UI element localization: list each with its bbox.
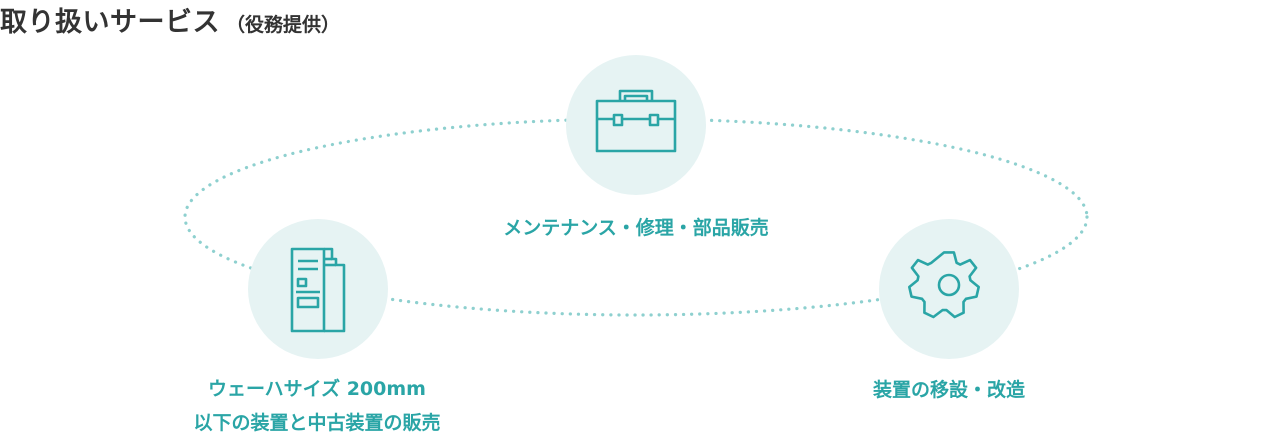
service-node-relocation bbox=[879, 219, 1019, 359]
service-node-maintenance bbox=[566, 55, 706, 195]
service-label-line: メンテナンス・修理・部品販売 bbox=[503, 217, 769, 239]
toolbox-icon bbox=[595, 89, 677, 153]
service-node-equipment-sales bbox=[248, 219, 388, 359]
service-label-relocation: 装置の移設・改造 bbox=[749, 373, 1149, 407]
service-label-line: 装置の移設・改造 bbox=[872, 379, 1025, 401]
service-label-equipment-sales: ウェーハサイズ 200mm 以下の装置と中古装置の販売 bbox=[117, 372, 517, 440]
service-label-maintenance: メンテナンス・修理・部品販売 bbox=[436, 211, 836, 245]
service-label-line: ウェーハサイズ 200mm bbox=[208, 378, 426, 400]
heading-subtitle: （役務提供） bbox=[226, 14, 341, 36]
section-heading: 取り扱いサービス （役務提供） bbox=[0, 0, 340, 40]
service-label-line: 以下の装置と中古装置の販売 bbox=[193, 412, 441, 434]
wafer-equipment-icon bbox=[290, 247, 346, 333]
heading-title: 取り扱いサービス bbox=[0, 7, 220, 38]
gear-icon bbox=[907, 251, 980, 319]
